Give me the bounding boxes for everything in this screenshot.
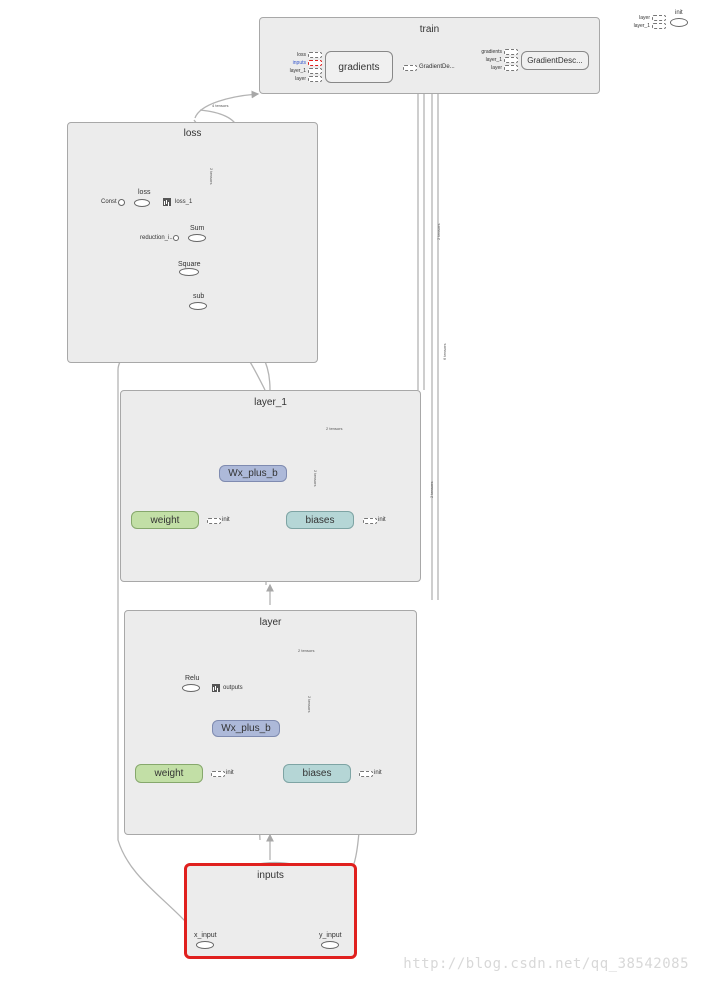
- layer-1-group[interactable]: layer_1: [120, 390, 421, 582]
- loss-summary-label: loss_1: [175, 199, 193, 205]
- sub-label: sub: [193, 293, 205, 300]
- square-op-node[interactable]: [179, 268, 199, 276]
- port-inputs[interactable]: inputs: [272, 59, 322, 67]
- weight-init-label: init: [226, 770, 234, 776]
- loss-group[interactable]: loss: [67, 122, 318, 363]
- port-layer[interactable]: layer: [616, 14, 666, 22]
- edge-label: 2 tensors: [326, 426, 343, 431]
- gradient-de-port-label: GradientDe...: [419, 64, 455, 70]
- edge-label: 4 tensors: [212, 103, 229, 108]
- wx-plus-b-node[interactable]: Wx_plus_b: [212, 720, 280, 737]
- port-label: layer_1: [289, 68, 306, 74]
- y-input-node[interactable]: [321, 941, 339, 949]
- biases-init-label: init: [378, 517, 386, 523]
- weight-node[interactable]: weight: [131, 511, 199, 529]
- port-label: layer: [491, 65, 502, 71]
- square-label: Square: [178, 261, 201, 268]
- edge-label: 2 tensors: [436, 223, 441, 240]
- port-layer-1[interactable]: layer_1: [462, 56, 518, 64]
- init-label: init: [675, 10, 683, 16]
- inputs-title: inputs: [257, 870, 284, 881]
- const-op-node[interactable]: [118, 199, 125, 206]
- port-label: gradients: [481, 49, 502, 55]
- x-input-label: x_input: [194, 932, 217, 939]
- summary-icon[interactable]: [212, 684, 220, 692]
- train-input-ports: loss inputs layer_1 layer: [272, 51, 322, 83]
- port-layer-1[interactable]: layer_1: [272, 67, 322, 75]
- inputs-group-selected[interactable]: inputs: [184, 863, 357, 959]
- edge-label: 2 tensors: [313, 470, 318, 487]
- loss-op-node[interactable]: [134, 199, 150, 207]
- gradient-descent-node[interactable]: GradientDesc...: [521, 51, 589, 70]
- gradient-de-port-box[interactable]: [403, 65, 417, 71]
- outputs-label: outputs: [223, 685, 243, 691]
- edge-label: 2 tensors: [429, 481, 434, 498]
- weight-init-box[interactable]: [207, 518, 221, 524]
- port-label: inputs: [292, 60, 306, 66]
- summary-icon[interactable]: [163, 198, 171, 206]
- edge-label: 6 tensors: [442, 343, 447, 360]
- reduction-op-node[interactable]: [173, 235, 179, 241]
- port-label: layer: [639, 15, 650, 21]
- train-title: train: [419, 24, 440, 35]
- port-loss[interactable]: loss: [272, 51, 322, 59]
- port-label: layer_1: [633, 23, 650, 29]
- y-input-label: y_input: [319, 932, 342, 939]
- relu-op-node[interactable]: [182, 684, 200, 692]
- port-layer-1[interactable]: layer_1: [616, 22, 666, 30]
- x-input-node[interactable]: [196, 941, 214, 949]
- port-label: loss: [297, 52, 306, 58]
- const-label: Const: [101, 199, 117, 205]
- gradients-node[interactable]: gradients: [325, 51, 393, 83]
- sum-op-node[interactable]: [188, 234, 206, 242]
- biases-node[interactable]: biases: [286, 511, 354, 529]
- layer-title: layer: [259, 617, 282, 628]
- biases-init-label: init: [374, 770, 382, 776]
- top-right-ports: layer layer_1: [616, 14, 666, 30]
- weight-init-box[interactable]: [211, 771, 225, 777]
- biases-init-box[interactable]: [363, 518, 377, 524]
- sub-op-node[interactable]: [189, 302, 207, 310]
- edge-label: 2 tensors: [307, 696, 312, 713]
- port-gradients[interactable]: gradients: [462, 48, 518, 56]
- biases-init-box[interactable]: [359, 771, 373, 777]
- loss-op-label: loss: [138, 189, 151, 196]
- loss-title: loss: [183, 128, 202, 139]
- port-label: layer_1: [485, 57, 502, 63]
- edge-label: 2 tensors: [298, 648, 315, 653]
- layer-1-title: layer_1: [254, 397, 287, 408]
- wx-plus-b-node[interactable]: Wx_plus_b: [219, 465, 287, 482]
- watermark: http://blog.csdn.net/qq_38542085: [403, 956, 689, 972]
- edge-label: 2 tensors: [209, 168, 214, 185]
- weight-init-label: init: [222, 517, 230, 523]
- biases-node[interactable]: biases: [283, 764, 351, 783]
- reduction-label: reduction_i...: [140, 235, 175, 241]
- port-label: layer: [295, 76, 306, 82]
- relu-label: Relu: [185, 675, 200, 682]
- port-layer[interactable]: layer: [272, 75, 322, 83]
- port-layer[interactable]: layer: [462, 64, 518, 72]
- weight-node[interactable]: weight: [135, 764, 203, 783]
- sum-label: Sum: [190, 225, 205, 232]
- init-op-node[interactable]: [670, 18, 688, 27]
- train-output-ports: gradients layer_1 layer: [462, 48, 518, 72]
